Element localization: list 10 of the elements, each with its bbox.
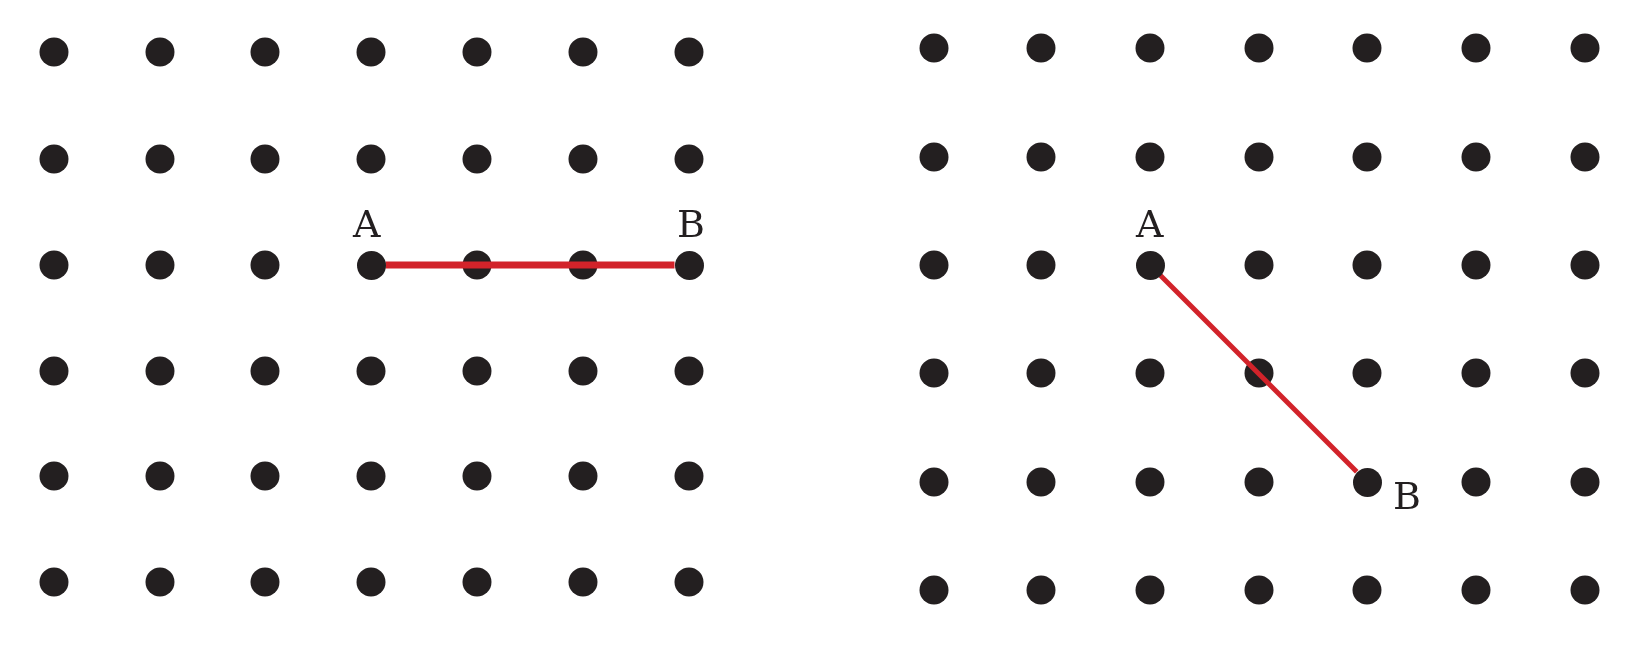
point-label: B bbox=[677, 205, 705, 243]
point-label: A bbox=[1136, 205, 1164, 243]
grid-dot bbox=[1352, 467, 1382, 497]
grid-dot bbox=[1135, 250, 1165, 280]
grid-dot bbox=[674, 250, 704, 280]
point-label: B bbox=[1393, 477, 1421, 515]
grid-dot bbox=[356, 250, 386, 280]
line-segment bbox=[385, 261, 675, 269]
line-segment bbox=[1158, 273, 1359, 474]
point-label: A bbox=[353, 205, 381, 243]
